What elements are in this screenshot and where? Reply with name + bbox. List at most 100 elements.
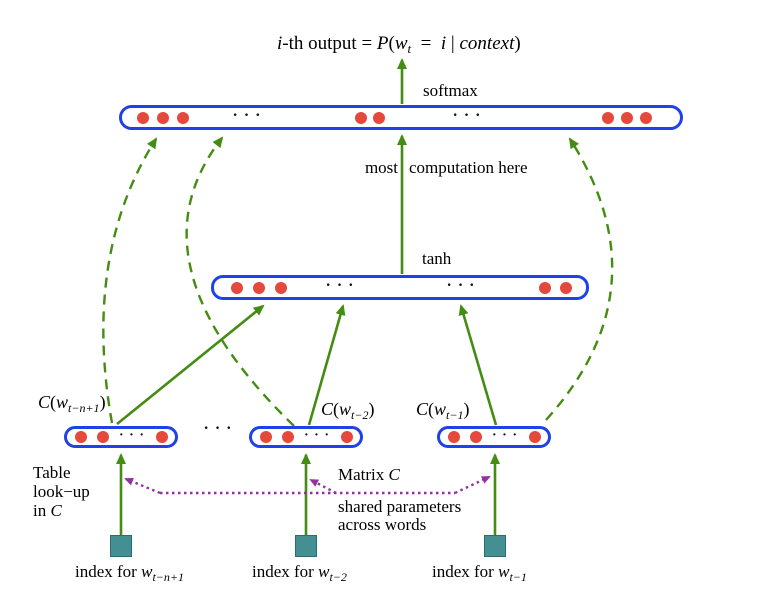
ellipsis: · · ·: [118, 427, 145, 443]
neuron-dot: [602, 111, 614, 124]
formula-sub-t: t: [407, 41, 412, 56]
input-label-sub: t−2: [329, 570, 347, 584]
table-lookup-line2: look−up: [33, 482, 90, 501]
formula-var-i: i: [277, 33, 283, 54]
embedding-label-2: C(wt−2): [321, 399, 374, 423]
input-label-2: index for wt−2: [252, 562, 347, 585]
ellipsis: · · ·: [325, 277, 355, 295]
table-lookup-line3-var: C: [50, 501, 62, 520]
formula-var-w: w: [394, 33, 408, 54]
shared-params-arrow-middle: [309, 478, 337, 495]
input-label-w: w: [318, 562, 330, 581]
input-label-sub: t−1: [509, 570, 527, 584]
embedding-label-paren: (: [50, 392, 57, 412]
output-formula: i-th output = P(wt = i | context): [258, 11, 521, 79]
formula-equals: =: [411, 33, 441, 54]
table-lookup-line3-text: in: [33, 501, 51, 520]
embedding-label-var: C: [38, 392, 51, 412]
most-computation-label-left: most: [364, 158, 398, 177]
embedding-label-paren: (: [333, 399, 340, 419]
most-computation-label-right: computation here: [409, 158, 528, 177]
input-square-1: [110, 535, 132, 557]
embedding-layer-3: · · ·: [437, 426, 551, 448]
shared-params-arrow-left: [124, 477, 161, 495]
embed-to-hidden-arrow-3: [458, 304, 498, 426]
tanh-label: tanh: [422, 249, 452, 268]
ellipsis: · · ·: [491, 427, 518, 443]
embedding-label-w: w: [56, 392, 69, 412]
neuron-dot: [529, 431, 541, 443]
formula-text: -th output =: [282, 33, 377, 54]
neuron-dot: [373, 111, 385, 124]
formula-var-context: context: [459, 33, 515, 54]
ellipsis: · · ·: [452, 107, 482, 125]
table-lookup-annotation: Table look−up in C: [33, 463, 90, 520]
neuron-dot: [621, 111, 633, 124]
embed-to-hidden-arrow-1: [116, 304, 265, 426]
neuron-dot: [231, 281, 243, 294]
embedding-label-var: C: [416, 399, 429, 419]
embedding-label-var: C: [321, 399, 334, 419]
table-lookup-line1: Table: [33, 463, 71, 482]
neuron-dot: [275, 281, 287, 294]
embedding-layer-2: · · ·: [249, 426, 363, 448]
embedding-label-sub: t−1: [446, 408, 464, 422]
input-label-w: w: [498, 562, 510, 581]
neuron-dot: [75, 431, 87, 443]
matrix-c-text: Matrix: [338, 465, 389, 484]
neuron-dot: [341, 431, 353, 443]
formula-paren: (: [388, 33, 395, 54]
neuron-dot: [470, 431, 482, 443]
embedding-label-paren: ): [463, 399, 470, 419]
formula-var-P: P: [376, 33, 389, 54]
shared-parameters-line1: shared parameters: [338, 497, 462, 516]
neuron-dot: [539, 281, 551, 294]
between-embeddings-ellipsis: · · ·: [203, 420, 233, 437]
neuron-dot: [260, 431, 272, 443]
input-label-w: w: [141, 562, 153, 581]
table-lookup-line3: in C: [33, 501, 90, 520]
ellipsis: · · ·: [303, 427, 330, 443]
skip-connection-arc-2: [185, 136, 295, 427]
embedding-label-w: w: [434, 399, 447, 419]
neuron-dot: [355, 111, 367, 124]
softmax-label: softmax: [423, 81, 478, 100]
input-square-2: [295, 535, 317, 557]
neuron-dot: [282, 431, 294, 443]
input-square-3: [484, 535, 506, 557]
embed-to-hidden-arrow-2: [307, 304, 346, 426]
embedding-layer-1: · · ·: [64, 426, 178, 448]
input-label-3: index for wt−1: [432, 562, 527, 585]
neuron-dot: [560, 281, 572, 294]
formula-bar: |: [446, 33, 460, 54]
embedding-label-paren: (: [428, 399, 435, 419]
input-label-text: index for: [252, 562, 319, 581]
embedding-label-w: w: [339, 399, 352, 419]
embedding-label-3: C(wt−1): [416, 399, 469, 423]
neuron-dot: [177, 111, 189, 124]
neuron-dot: [640, 111, 652, 124]
input-label-text: index for: [75, 562, 142, 581]
embedding-label-paren: ): [99, 392, 106, 412]
softmax-layer: · · · · · ·: [119, 105, 683, 130]
input-label-text: index for: [432, 562, 499, 581]
embedding-label-paren: ): [368, 399, 375, 419]
ellipsis: · · ·: [232, 107, 262, 125]
formula-var-i2: i: [440, 33, 447, 54]
neuron-dot: [137, 111, 149, 124]
skip-connection-arc-3: [545, 137, 614, 421]
matrix-c-var: C: [388, 465, 400, 484]
input-label-sub: t−n+1: [152, 570, 184, 584]
neuron-dot: [448, 431, 460, 443]
embedding-label-1: C(wt−n+1): [38, 392, 106, 416]
neuron-dot: [156, 431, 168, 443]
shared-parameters-line2: across words: [338, 515, 427, 534]
neuron-dot: [253, 281, 265, 294]
input-label-1: index for wt−n+1: [75, 562, 184, 585]
embedding-label-sub: t−2: [351, 408, 369, 422]
neuron-dot: [97, 431, 109, 443]
neuron-dot: [157, 111, 169, 124]
formula-paren-close: ): [514, 33, 521, 54]
ellipsis: · · ·: [446, 277, 476, 295]
